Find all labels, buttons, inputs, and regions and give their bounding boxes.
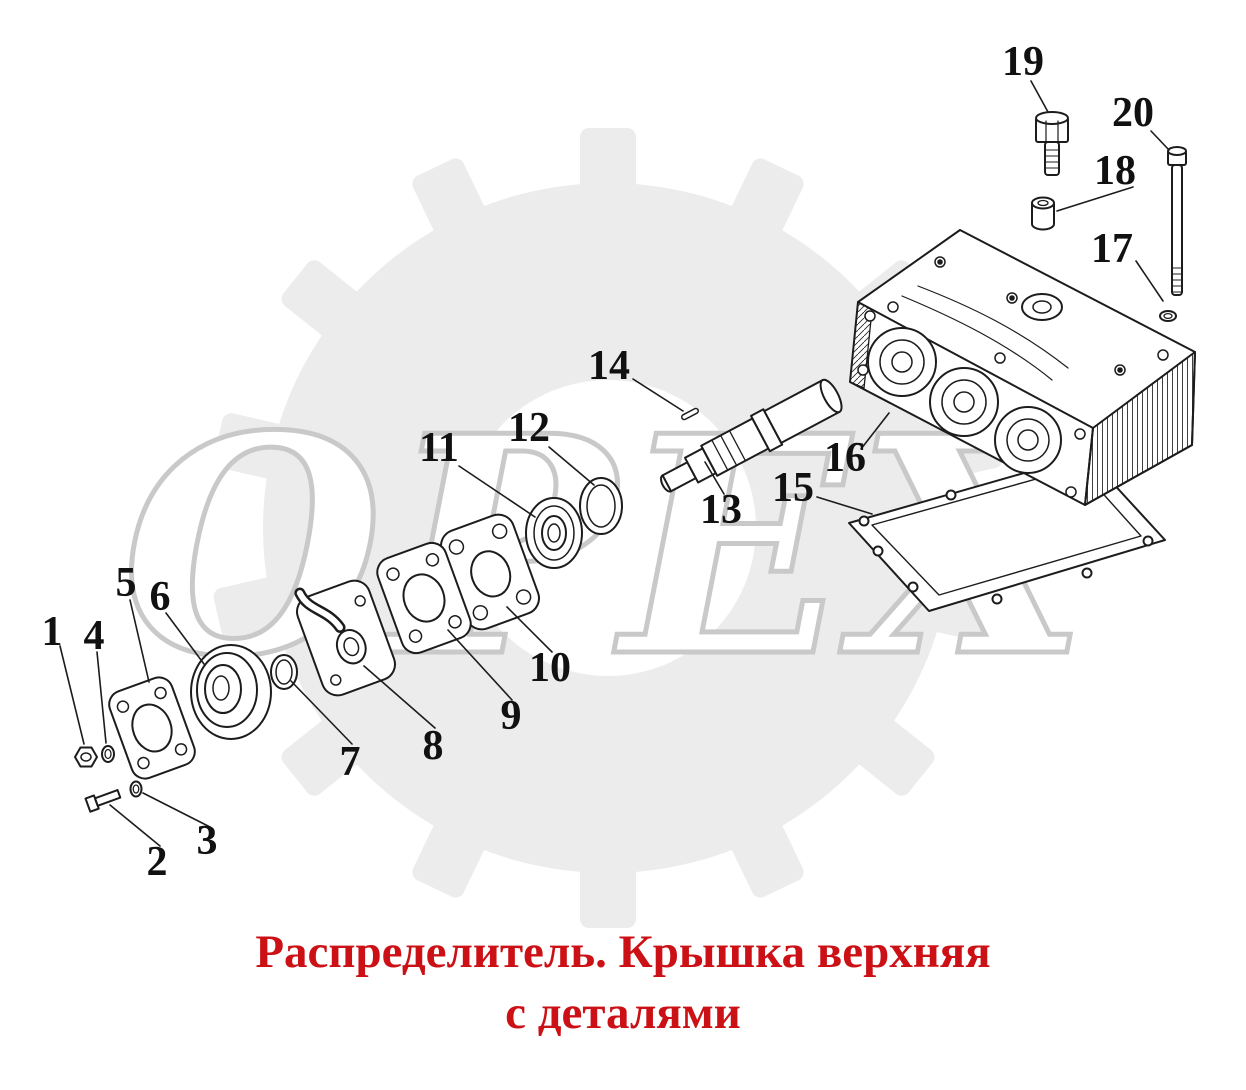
part-callout-6: 6 [149, 574, 171, 620]
cover-8-drawing [294, 579, 396, 697]
oring-12-drawing [579, 477, 623, 535]
part-callout-10: 10 [529, 645, 571, 691]
leader-lines [59, 80, 1170, 847]
part-callout-13: 13 [700, 487, 742, 533]
part-callout-19: 19 [1002, 39, 1044, 85]
washer-17-drawing [1159, 310, 1177, 322]
part-callout-18: 18 [1094, 148, 1136, 194]
part-callout-9: 9 [500, 693, 522, 739]
part-callout-4: 4 [83, 613, 105, 659]
bolt-2-drawing [84, 789, 122, 813]
part-callout-11: 11 [419, 425, 459, 471]
part-callout-14: 14 [588, 343, 630, 389]
part-callout-2: 2 [146, 839, 168, 885]
part-callout-20: 20 [1112, 90, 1154, 136]
spool-drawing [660, 378, 843, 493]
plate-10-drawing [440, 513, 540, 631]
part-callout-1: 1 [41, 609, 63, 655]
washer-3-drawing [129, 780, 143, 798]
bolt-19-drawing [1035, 111, 1069, 176]
valve-body-drawing [849, 229, 1196, 506]
part-callout-3: 3 [196, 818, 218, 864]
nut-1-drawing [74, 746, 98, 768]
part-callout-16: 16 [824, 435, 866, 481]
parts-drawing [59, 80, 1196, 847]
part-callout-7: 7 [339, 739, 361, 785]
part-callout-5: 5 [115, 560, 137, 606]
gasket-5-drawing [108, 676, 196, 780]
part-callout-15: 15 [772, 465, 814, 511]
pin-14-drawing [681, 407, 699, 421]
figure-title-line2: с деталями [505, 987, 741, 1040]
washer-4-drawing [101, 745, 115, 763]
part-callout-8: 8 [422, 723, 444, 769]
bearing-6-drawing [190, 644, 272, 740]
gasket-9-drawing [376, 541, 472, 655]
bushing-18-drawing [1031, 196, 1055, 231]
seal-11-drawing [525, 497, 583, 569]
figure-title-line1: Распределитель. Крышка верхняя [255, 926, 991, 978]
bolt-17-drawing [1167, 146, 1187, 296]
part-callout-12: 12 [508, 405, 550, 451]
figure-title: Распределитель. Крышка верхняя с деталям… [0, 922, 1246, 1044]
part-callout-17: 17 [1091, 226, 1133, 272]
